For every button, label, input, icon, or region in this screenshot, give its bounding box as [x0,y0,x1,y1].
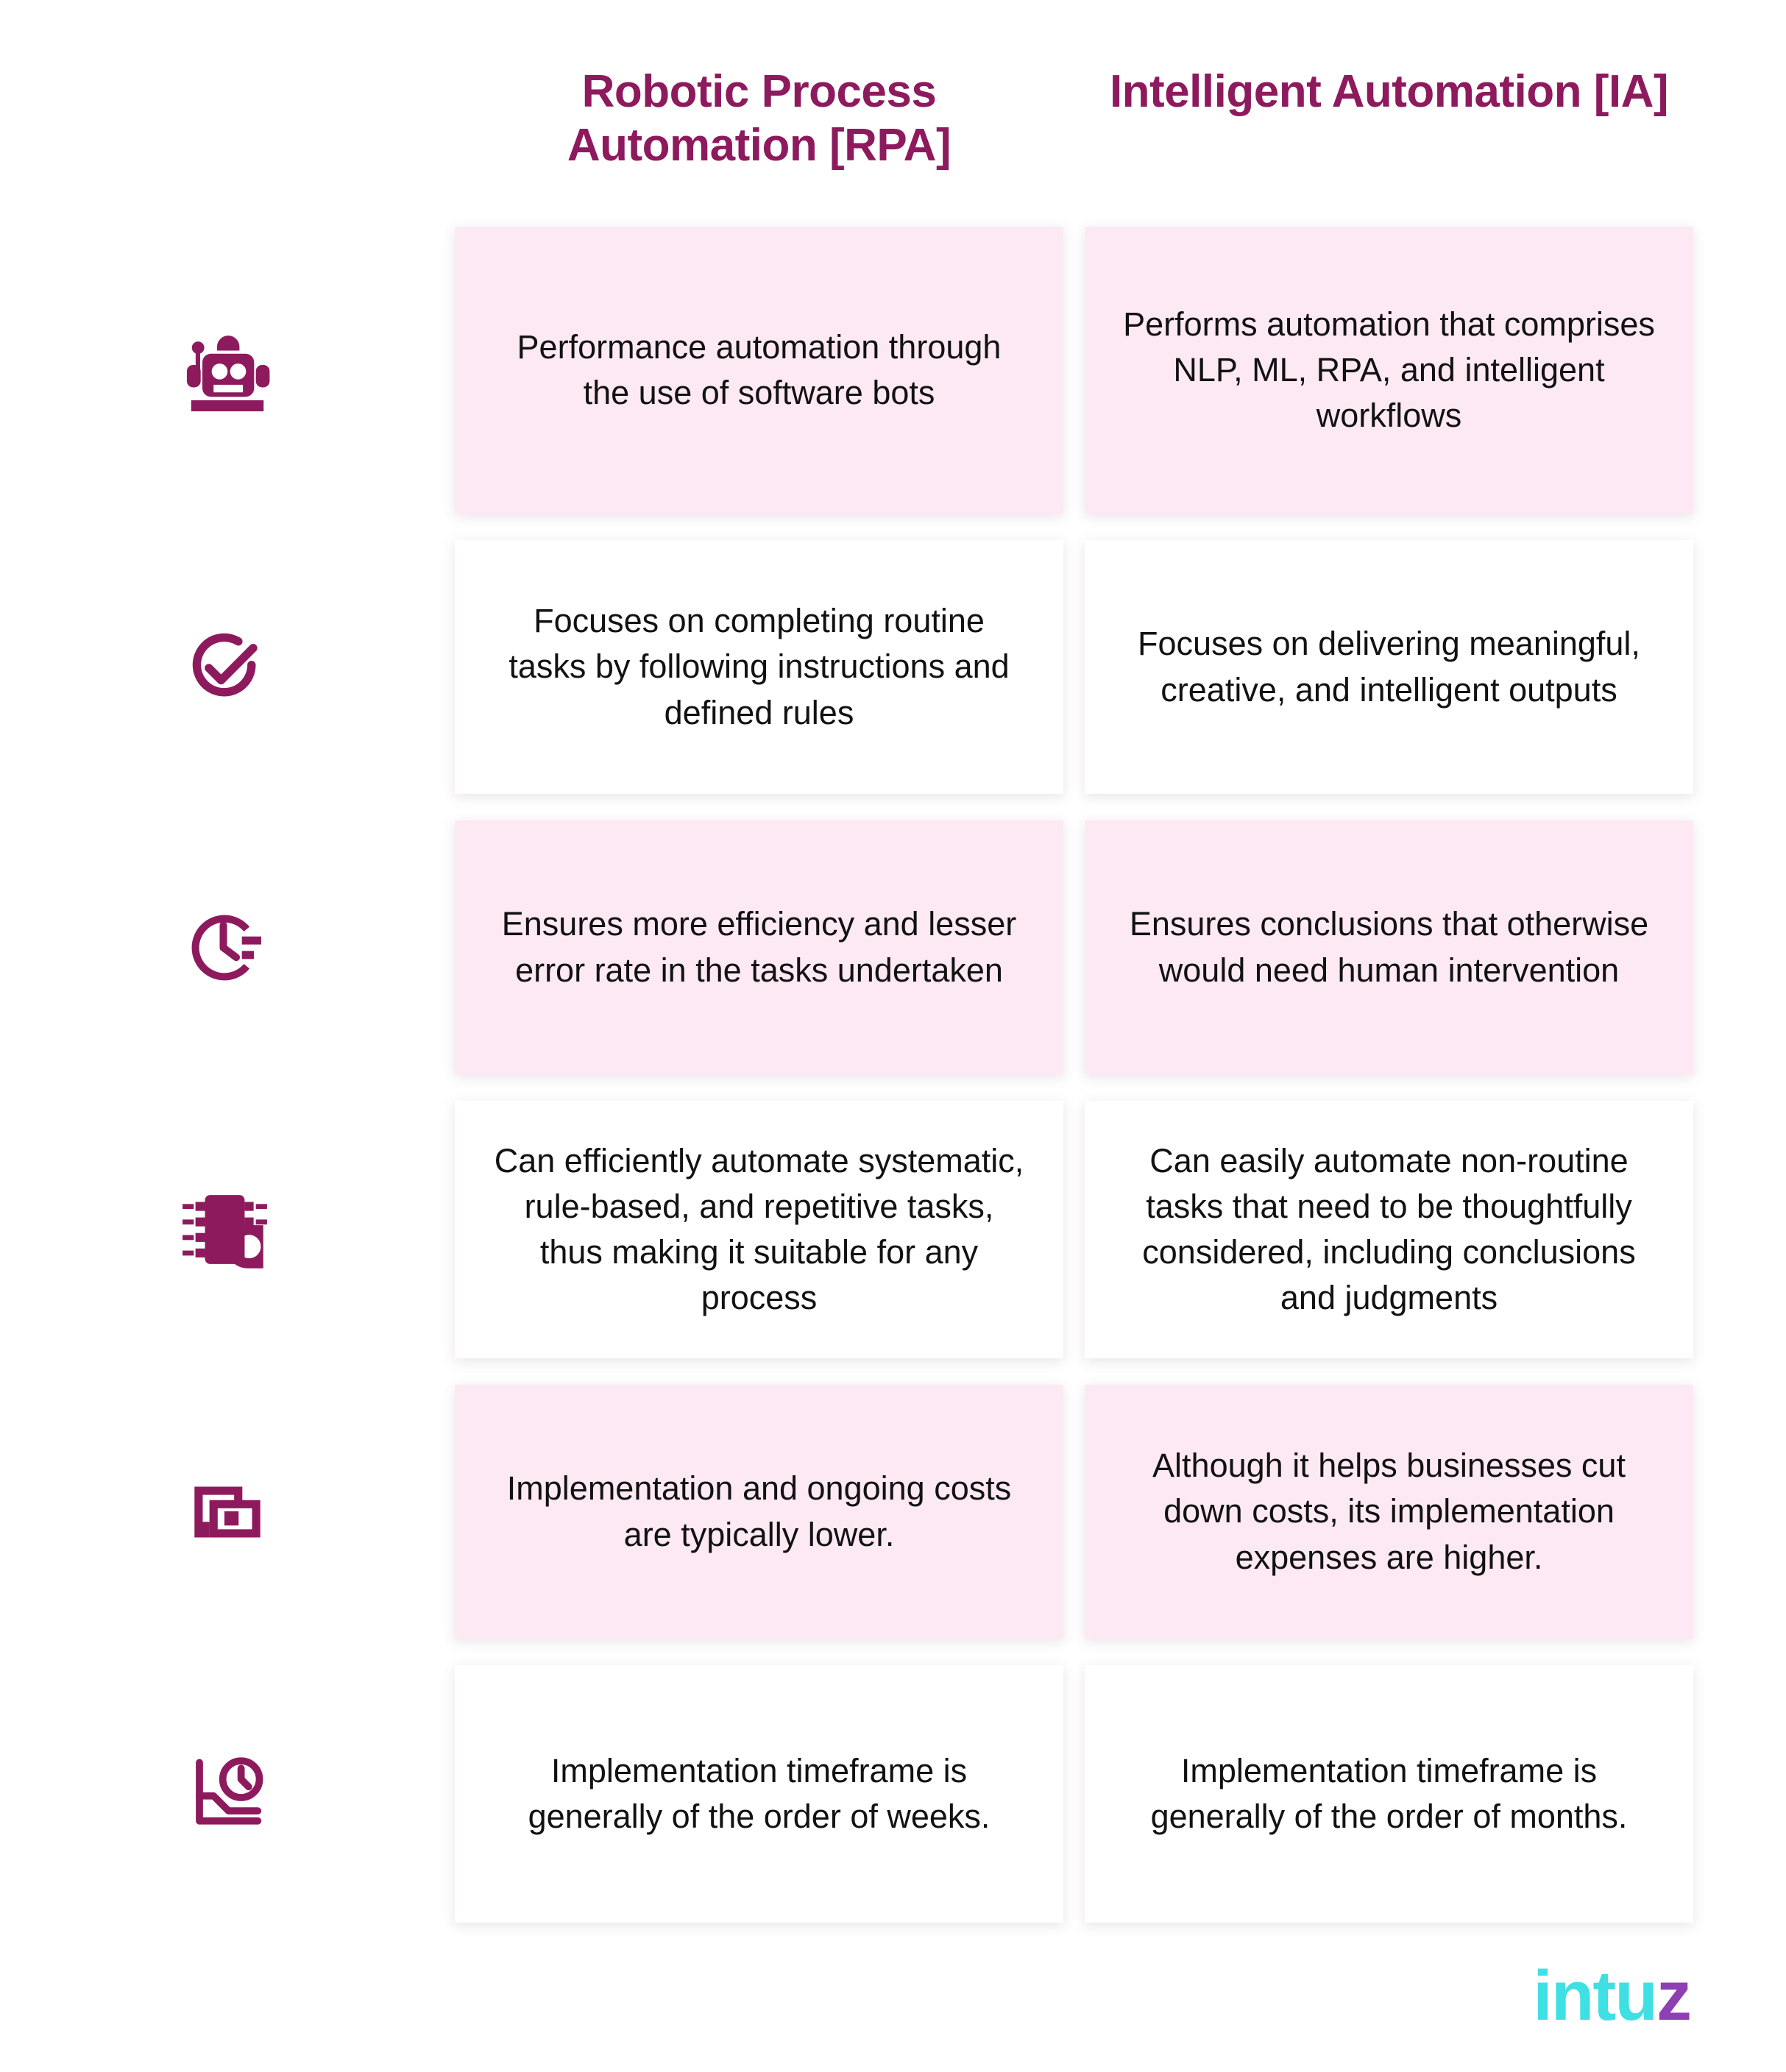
cell-rpa: Focuses on completing routine tasks by f… [455,540,1063,794]
cell-rpa: Ensures more efficiency and lesser error… [455,820,1063,1074]
comparison-rows: Performance automation through the use o… [0,227,1786,1949]
intuz-logo: intu z [1533,1956,1692,2035]
cell-rpa: Implementation timeframe is generally of… [455,1665,1063,1923]
table-row: Ensures more efficiency and lesser error… [0,820,1786,1074]
cell-ia: Performs automation that comprises NLP, … [1085,227,1693,514]
cell-ia: Implementation timeframe is generally of… [1085,1665,1693,1923]
column-headers: Robotic Process Automation [RPA] Intelli… [0,65,1786,212]
cell-rpa: Can efficiently automate systematic, rul… [455,1101,1063,1358]
column-header-ia: Intelligent Automation [IA] [1109,66,1669,117]
cell-ia: Although it helps businesses cut down co… [1085,1385,1693,1639]
table-row: Implementation and ongoing costs are typ… [0,1385,1786,1639]
row-icon-cell [0,1101,455,1358]
logo-accent-text: z [1656,1956,1692,2035]
cell-ia: Focuses on delivering meaningful, creati… [1085,540,1693,794]
row-icon-cell [0,820,455,1074]
cell-ia: Can easily automate non-routine tasks th… [1085,1101,1693,1358]
row-icon-cell [0,227,455,514]
clock-speed-icon [176,896,279,999]
row-icon-cell [0,540,455,794]
table-row: Can efficiently automate systematic, rul… [0,1101,1786,1358]
header-icon-spacer [0,65,455,212]
cell-rpa: Performance automation through the use o… [455,227,1063,514]
table-row: Implementation timeframe is generally of… [0,1665,1786,1923]
logo-primary-text: intu [1533,1956,1658,2035]
robot-icon [172,315,283,425]
cell-ia: Ensures conclusions that otherwise would… [1085,820,1693,1074]
cell-rpa: Implementation and ongoing costs are typ… [455,1385,1063,1639]
column-header-rpa: Robotic Process Automation [RPA] [567,66,952,171]
check-circle-icon [176,616,279,719]
table-row: Performance automation through the use o… [0,227,1786,514]
table-row: Focuses on completing routine tasks by f… [0,540,1786,794]
layers-copy-icon [180,1464,275,1560]
chip-ai-icon [172,1174,283,1285]
row-icon-cell [0,1385,455,1639]
row-icon-cell [0,1665,455,1923]
chart-clock-icon [174,1741,281,1848]
